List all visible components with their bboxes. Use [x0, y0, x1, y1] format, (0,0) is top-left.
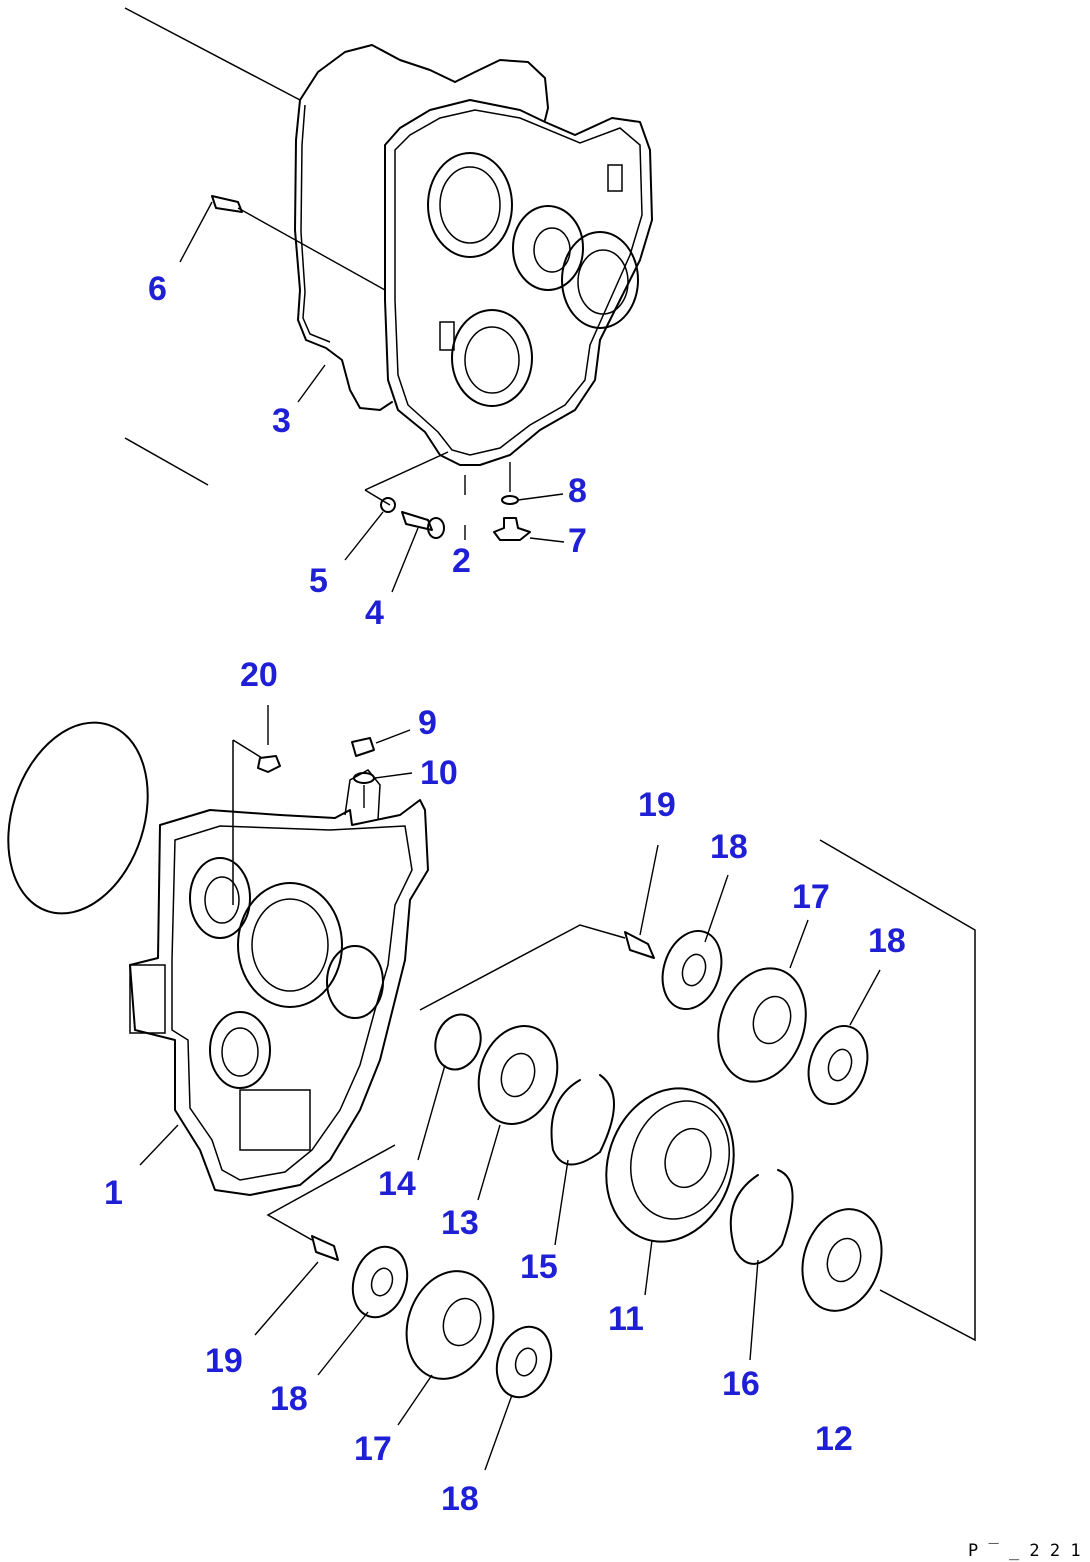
callout-3: 3 — [272, 402, 291, 440]
callout-13: 13 — [441, 1204, 479, 1242]
bearing-12 — [801, 839, 976, 1342]
callout-7: 7 — [568, 522, 587, 560]
callout-1: 1 — [104, 1174, 123, 1212]
callout-15: 15 — [520, 1248, 558, 1286]
transmission-case-1 — [129, 799, 429, 1196]
callout-17-upper: 17 — [792, 878, 830, 916]
lower-assembly — [7, 705, 976, 1471]
callout-20: 20 — [240, 656, 278, 694]
upper-assembly — [124, 7, 653, 593]
callout-8: 8 — [568, 472, 587, 510]
bearing-13 — [477, 1025, 559, 1201]
plug-4-and-washer-5 — [364, 451, 449, 539]
callout-18-lower-left: 18 — [270, 1380, 308, 1418]
callout-2: 2 — [452, 542, 471, 580]
figure-code: P ‾ _ 2 2 1 2 — [968, 1541, 1090, 1561]
callout-17-lower: 17 — [354, 1430, 392, 1468]
gear-11 — [605, 1087, 735, 1296]
plug-7-and-ring-8 — [493, 462, 531, 541]
callout-14: 14 — [378, 1165, 416, 1203]
callout-5: 5 — [309, 562, 328, 600]
callout-19-lower: 19 — [205, 1342, 243, 1380]
dowel-pin-6 — [211, 195, 386, 291]
callout-11: 11 — [608, 1300, 644, 1338]
callout-12: 12 — [815, 1420, 853, 1458]
callout-16: 16 — [722, 1365, 760, 1403]
callout-10: 10 — [420, 754, 458, 792]
callout-18-lower-right: 18 — [441, 1480, 479, 1518]
callout-labels: 6 3 8 7 2 5 4 20 9 10 19 18 17 18 1 14 1… — [104, 270, 906, 1518]
cover-2 — [384, 99, 653, 466]
plug-20 — [232, 739, 281, 905]
gasket-3 — [294, 44, 549, 411]
plug-9-and-washer-10 — [351, 729, 413, 808]
gear-group-lower — [254, 1144, 553, 1471]
callout-6: 6 — [148, 270, 167, 308]
callout-4: 4 — [365, 594, 384, 632]
snap-ring-16 — [729, 1169, 794, 1265]
callout-18-upper-right: 18 — [868, 922, 906, 960]
snap-ring-15 — [550, 1074, 615, 1166]
callout-18-upper-left: 18 — [710, 828, 748, 866]
callout-19-upper: 19 — [638, 786, 676, 824]
large-o-ring — [7, 721, 149, 915]
callout-9: 9 — [418, 704, 437, 742]
snap-ring-14 — [434, 1013, 482, 1071]
gear-group-upper — [419, 844, 881, 1106]
